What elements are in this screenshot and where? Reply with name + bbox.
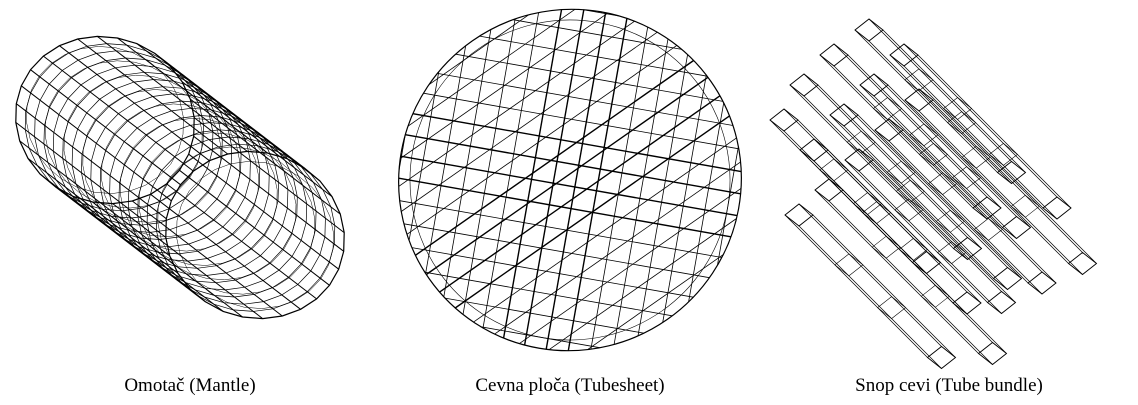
panel-mantle: Omotač (Mantle) <box>0 0 380 405</box>
caption-tubesheet: Cevna ploča (Tubesheet) <box>475 375 665 396</box>
mantle-wireframe-icon <box>15 35 345 320</box>
caption-tube-bundle: Snop cevi (Tube bundle) <box>855 375 1043 396</box>
panel-tubesheet: Cevna ploča (Tubesheet) <box>380 0 760 405</box>
tube-bundle-wireframe-icon <box>769 18 1098 370</box>
tubesheet-wireframe-icon <box>398 8 742 352</box>
panel-tube-bundle: Snop cevi (Tube bundle) <box>760 0 1138 405</box>
caption-mantle: Omotač (Mantle) <box>124 375 256 396</box>
